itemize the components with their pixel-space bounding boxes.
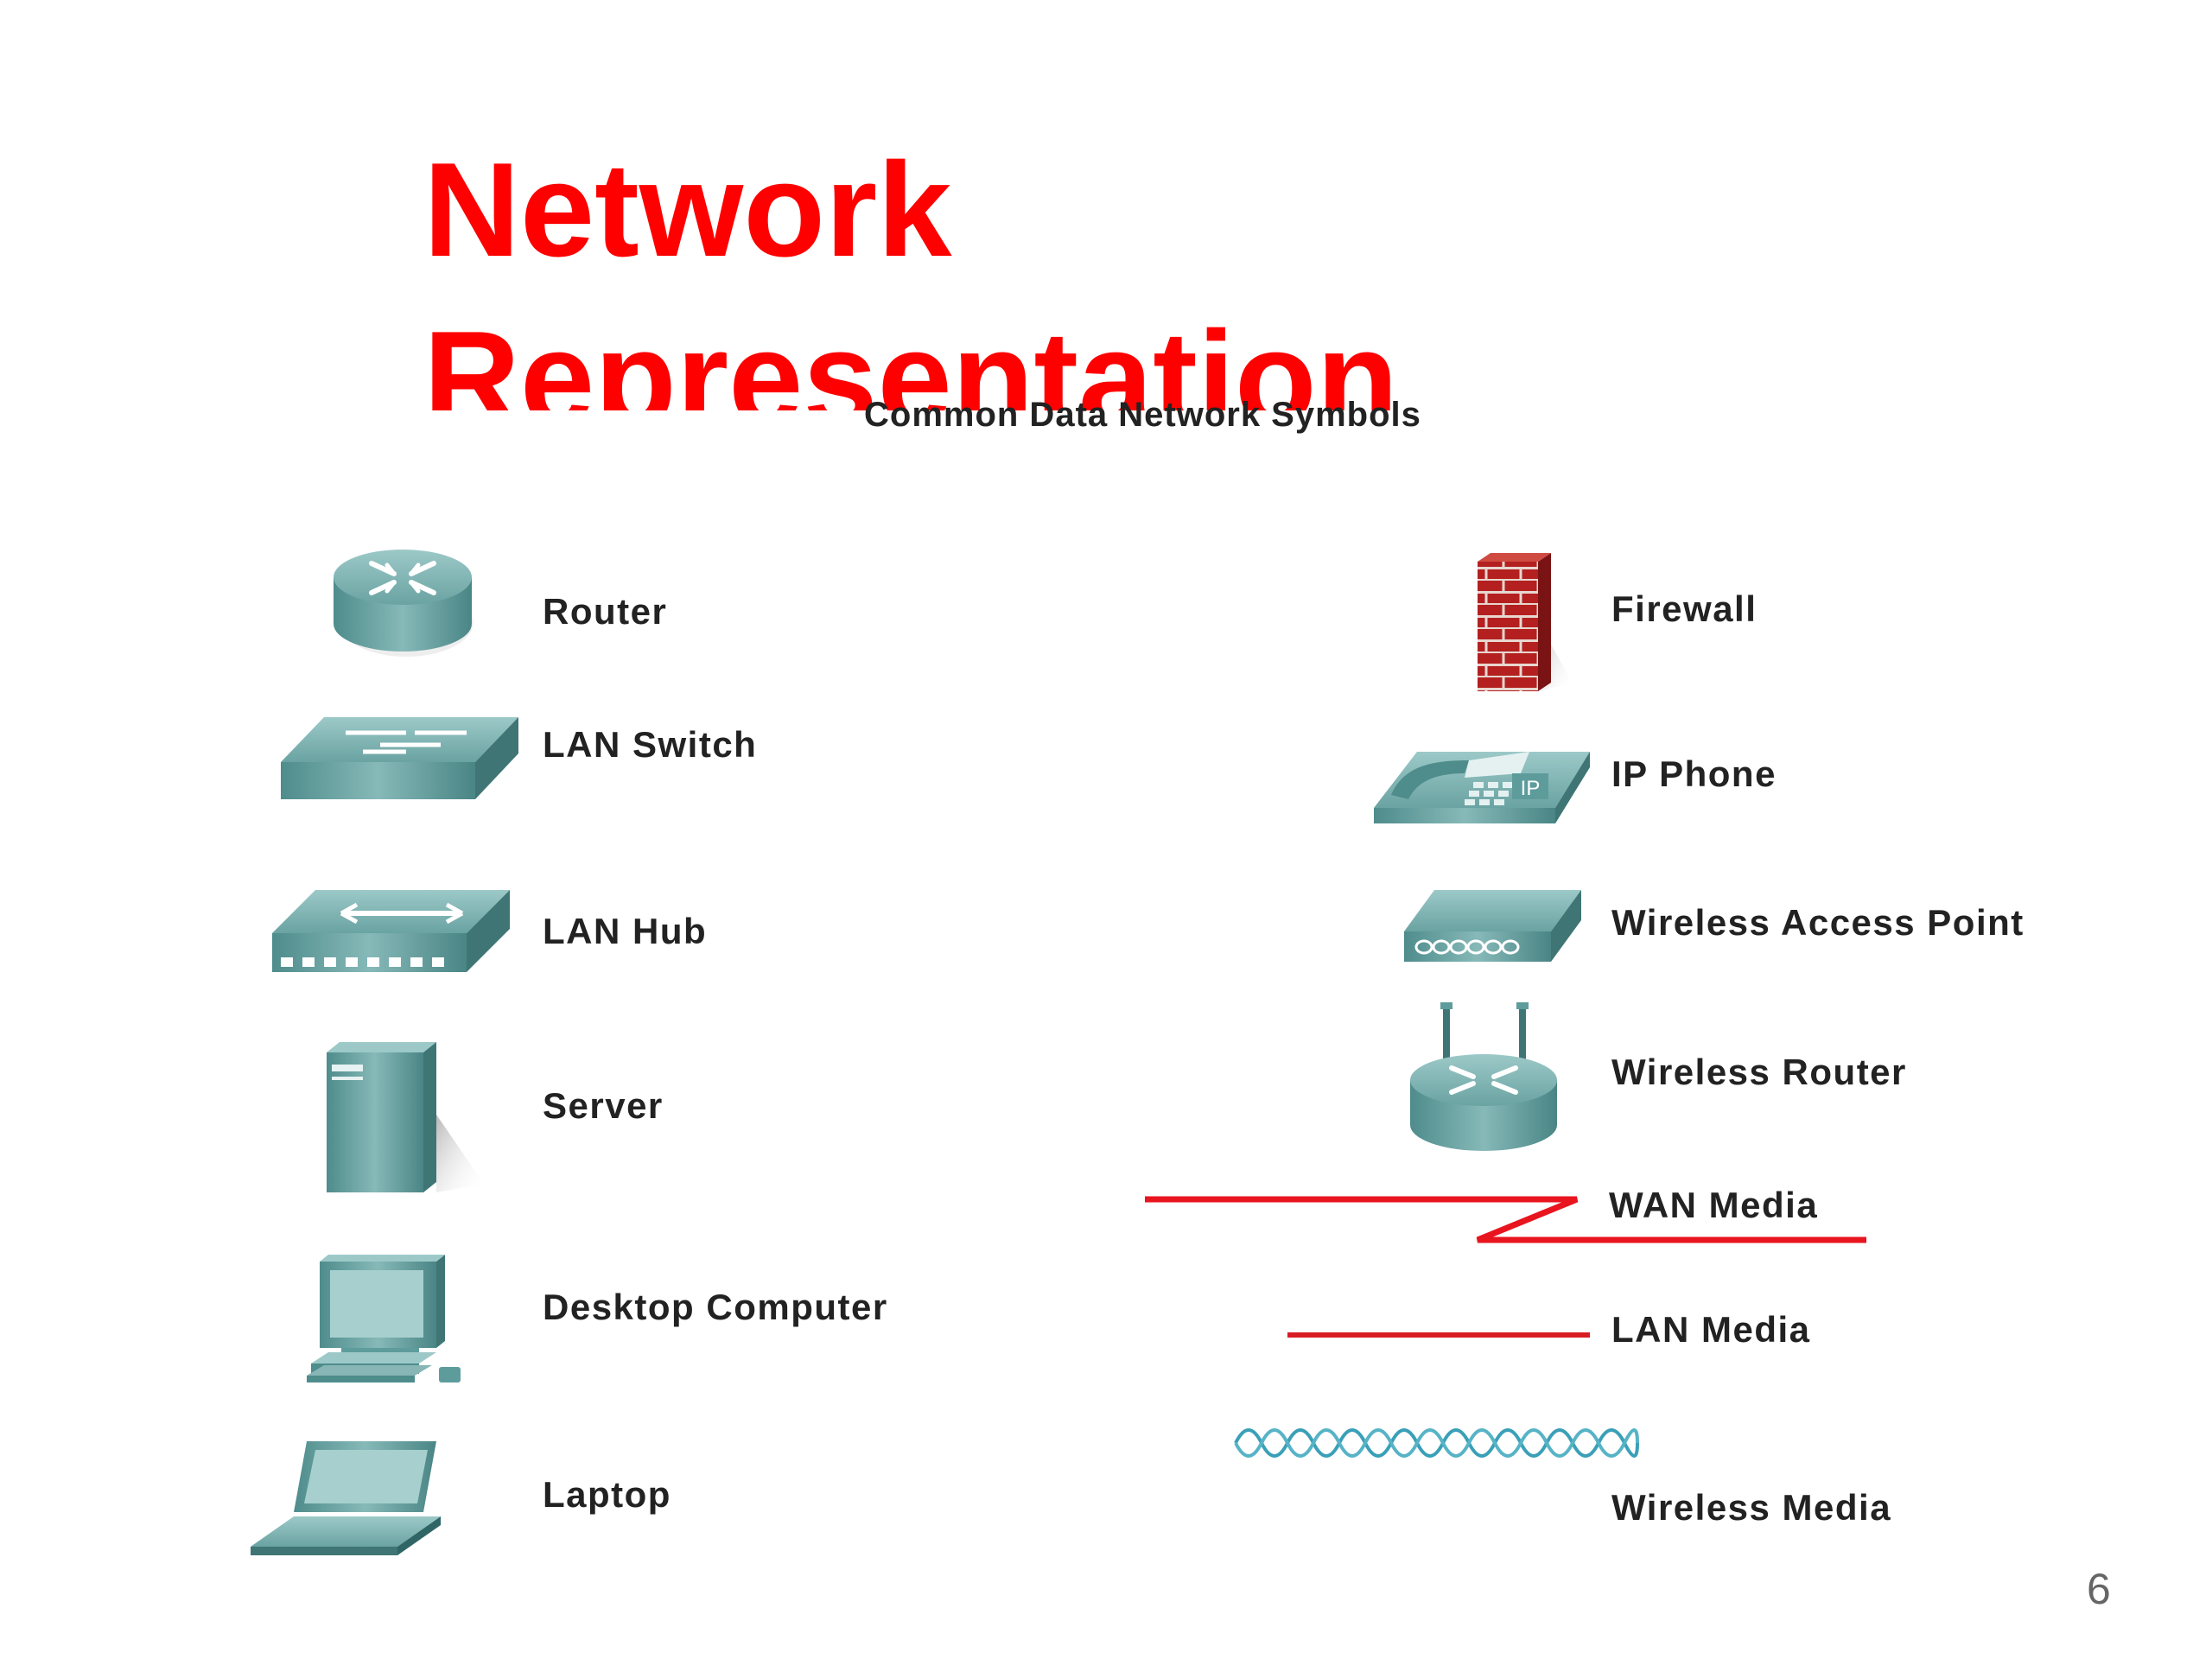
title-line-1: Network <box>423 135 952 284</box>
ip-phone-icon: IP <box>1374 752 1590 823</box>
title-line-2: Representation <box>423 303 1399 410</box>
wireless-media-label: Wireless Media <box>1611 1487 1892 1528</box>
lan-hub-icon <box>272 890 510 972</box>
laptop-label: Laptop <box>543 1474 671 1515</box>
desktop-computer-label: Desktop Computer <box>543 1287 888 1327</box>
diagram-subtitle: Common Data Network Symbols <box>864 396 1421 434</box>
lan-media-label: LAN Media <box>1611 1309 1811 1350</box>
laptop-icon <box>251 1441 441 1555</box>
ip-phone-badge: IP <box>1521 777 1541 800</box>
firewall-label: Firewall <box>1611 588 1758 629</box>
firewall-icon <box>1478 553 1573 691</box>
slide-title: Network Representation <box>423 125 1547 410</box>
wan-media-label: WAN Media <box>1609 1185 1819 1225</box>
server-icon <box>327 1042 484 1192</box>
router-icon <box>334 550 474 657</box>
wireless-access-point-icon <box>1404 890 1581 962</box>
wireless-router-label: Wireless Router <box>1611 1052 1907 1092</box>
lan-switch-label: LAN Switch <box>543 724 758 765</box>
lan-switch-icon <box>281 717 518 799</box>
wireless-access-point-label: Wireless Access Point <box>1611 902 2024 943</box>
wan-media-line <box>1145 1196 1866 1243</box>
wireless-router-icon <box>1410 1002 1557 1151</box>
desktop-computer-icon <box>307 1255 461 1382</box>
ip-phone-label: IP Phone <box>1611 753 1777 794</box>
wireless-media-wave <box>1234 1428 1639 1458</box>
lan-hub-label: LAN Hub <box>543 911 708 951</box>
server-label: Server <box>543 1085 664 1126</box>
router-label: Router <box>543 591 668 632</box>
page-number: 6 <box>2087 1565 2111 1613</box>
